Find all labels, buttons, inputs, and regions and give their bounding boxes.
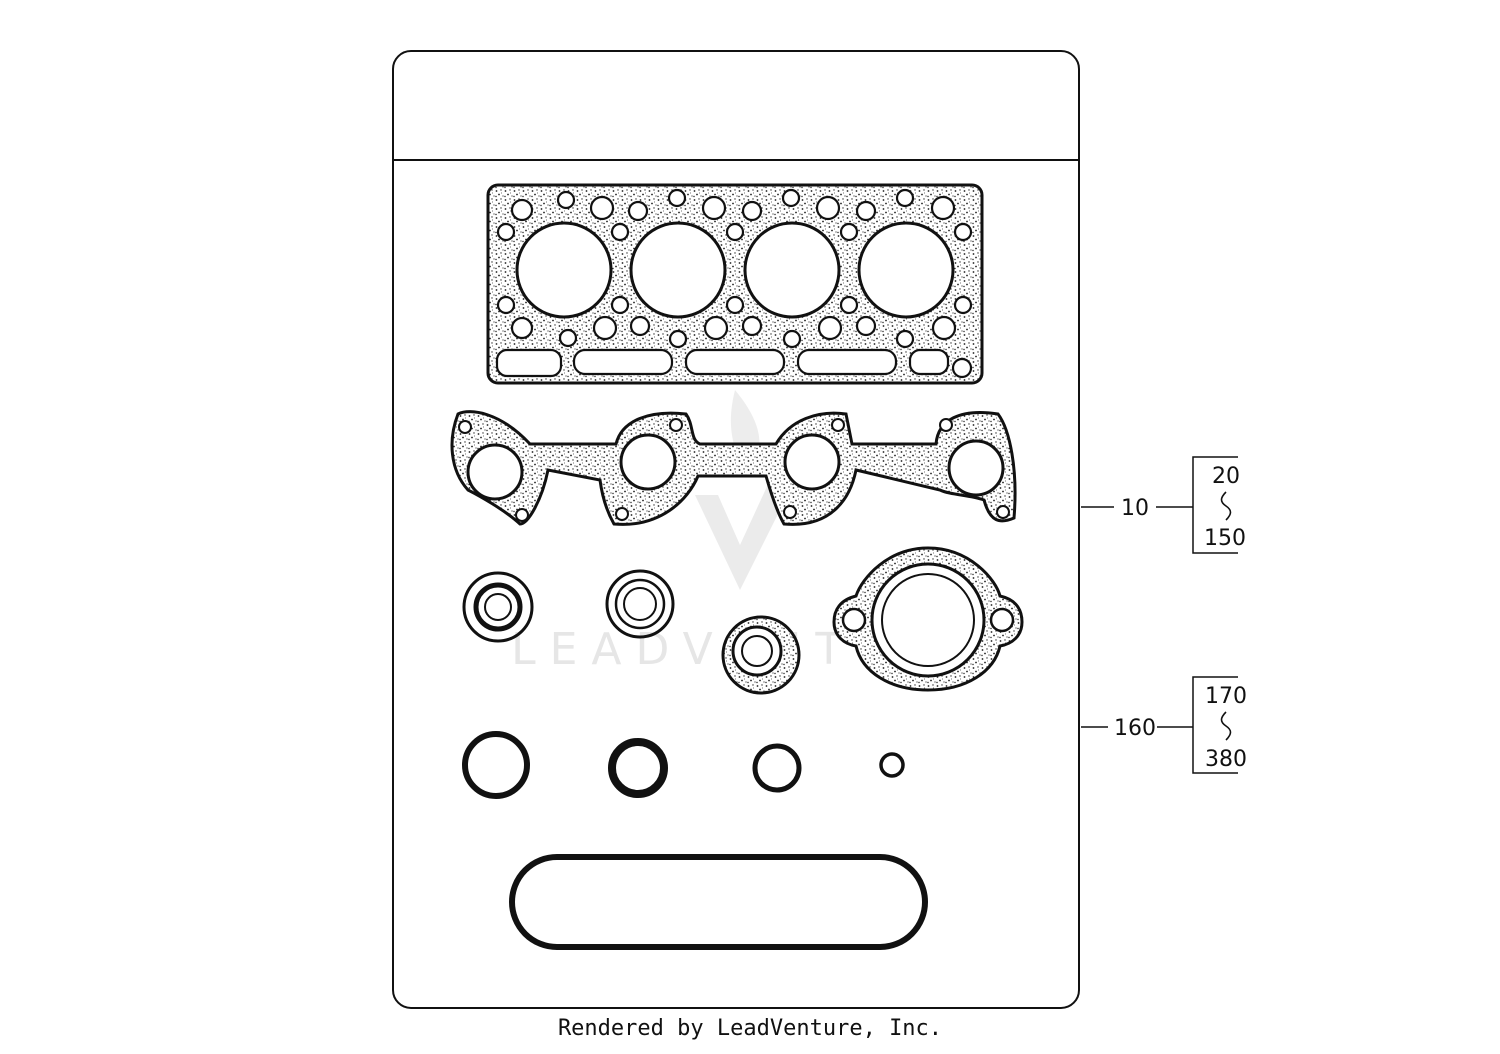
o-ring-3 [752, 743, 802, 793]
o-ring-1 [462, 731, 530, 799]
o-ring-4 [879, 752, 905, 778]
package-outline [392, 50, 1080, 1009]
callout-10: 10 20 150 [1081, 456, 1246, 554]
cylinder-head-gasket [486, 183, 984, 385]
callout-160-range-to: 380 [1205, 747, 1247, 772]
seal-3 [721, 615, 801, 695]
callout-160-range-from: 170 [1205, 684, 1247, 709]
flange-gasket [832, 546, 1024, 692]
manifold-gasket [450, 410, 1017, 526]
footer-credit: Rendered by LeadVenture, Inc. [557, 1016, 943, 1041]
o-ring-2 [608, 738, 668, 798]
seal-2 [605, 569, 675, 639]
callout-160-label: 160 [1114, 716, 1156, 741]
callout-10-range-from: 20 [1212, 464, 1240, 489]
callout-160: 160 170 380 [1081, 676, 1247, 774]
oil-pan-gasket [509, 854, 928, 950]
callout-10-label: 10 [1121, 496, 1149, 521]
callout-10-range-to: 150 [1204, 526, 1246, 551]
seal-1 [462, 571, 534, 643]
